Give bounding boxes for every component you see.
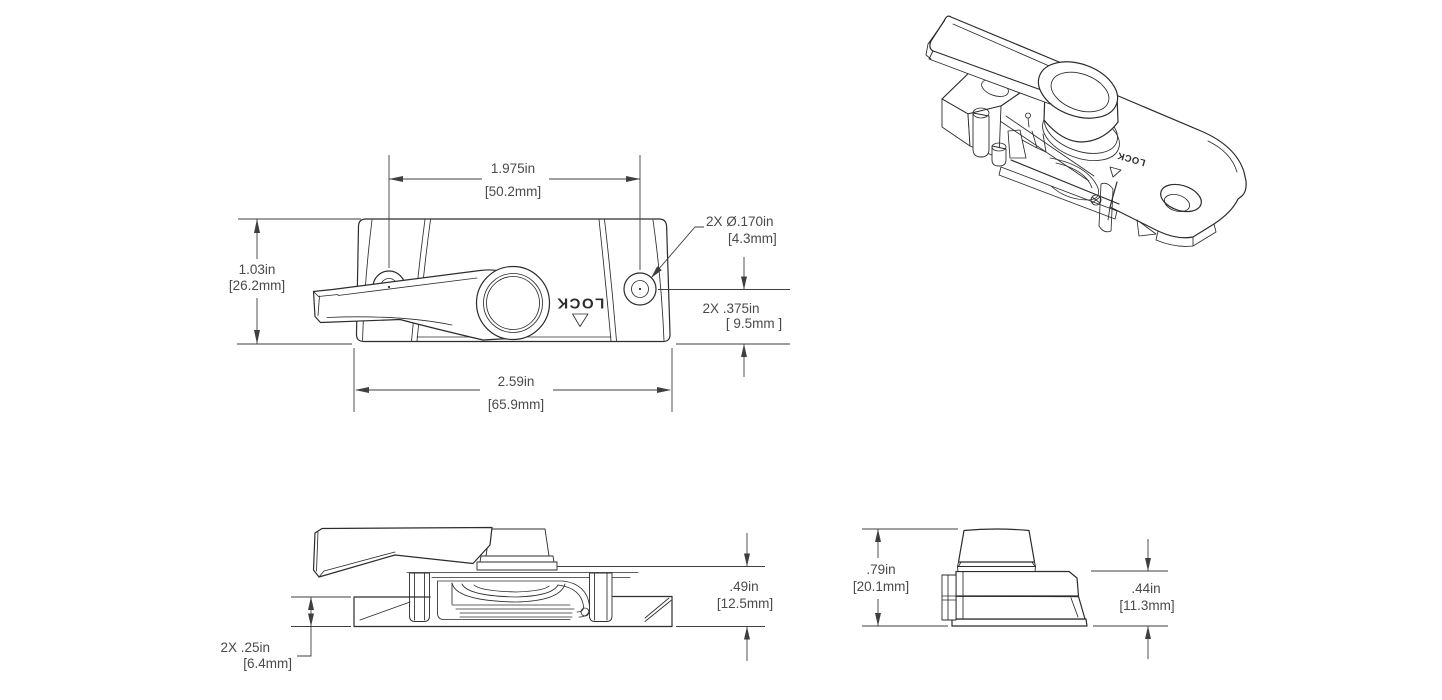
end-knob-chamfers <box>958 561 1036 567</box>
end-body-mid <box>955 595 1086 620</box>
pad-step-edge <box>1109 181 1118 208</box>
side-handle-blade <box>312 526 493 578</box>
end-knob-skirt <box>957 566 1036 572</box>
pivot-screw-cross <box>1091 196 1101 204</box>
side-cam-bars <box>451 582 575 618</box>
lock-marking-text: LOCK <box>556 295 605 312</box>
side-hook <box>557 580 590 618</box>
iso-lock-triangle <box>1109 166 1122 178</box>
plate-corner-inner <box>1207 140 1238 173</box>
side-feet-edges <box>353 595 673 628</box>
latch-detail <box>1007 129 1047 159</box>
brace-triangle <box>1136 219 1157 237</box>
left-hole-center <box>387 285 391 289</box>
end-left-tab <box>941 574 957 621</box>
end-knob <box>957 528 1036 563</box>
dim-width-mm: [65.9mm] <box>488 397 544 412</box>
plate-back-edge <box>1030 58 1247 197</box>
end-view-dimensions: .79in [20.1mm] .44in [11.3mm] <box>853 528 1175 659</box>
iso-handle-highlight <box>952 23 1057 70</box>
latch-pin-head <box>1025 112 1031 119</box>
iso-handle-tip <box>925 19 946 60</box>
dim-end-height-in: .79in <box>866 562 895 577</box>
clip-post-cap <box>972 107 990 119</box>
side-feet-braces <box>359 597 672 622</box>
rib-post <box>1098 182 1114 233</box>
cam-boss-outer <box>475 265 551 341</box>
isometric-view: LOCK <box>925 15 1247 247</box>
dim-height-mm: [26.2mm] <box>229 278 285 293</box>
front-view-dimensions: 1.975in [50.2mm] 1.03in [26.2mm] 2X Ø.17… <box>229 155 790 412</box>
right-rib-inner <box>604 219 617 342</box>
side-knob-skirt <box>476 561 558 571</box>
dim-hole-spacing-in: 1.975in <box>491 161 535 176</box>
boss-top-inner <box>1050 71 1110 113</box>
side-knob <box>485 528 550 557</box>
end-base-plate <box>951 618 1088 627</box>
side-right-post-lines <box>594 572 608 621</box>
side-handle-lines <box>316 531 396 578</box>
dim-hole-dia-mm: [4.3mm] <box>728 231 777 246</box>
side-knob-band <box>479 555 555 563</box>
latch-pin <box>1027 117 1030 128</box>
cam-hook-inner <box>1055 162 1093 189</box>
side-view-dimensions: .49in [12.5mm] 2X .25in [6.4mm] <box>220 533 773 671</box>
handle-tip-bevel <box>313 291 339 297</box>
keeper-post-2 <box>991 145 1007 167</box>
end-body-upper <box>955 570 1080 597</box>
dim-hole-dia-in: 2X Ø.170in <box>706 214 774 229</box>
lock-arrow-triangle <box>572 313 589 327</box>
side-view <box>312 526 673 628</box>
dim-width-in: 2.59in <box>498 374 535 389</box>
dim-side-base-in: 2X .25in <box>220 640 270 655</box>
keeper-clip-post <box>972 112 990 158</box>
plate-front-edge <box>1010 159 1120 205</box>
handle-mold-bottom <box>326 316 453 326</box>
iso-lock-marking: LOCK <box>1116 149 1147 168</box>
end-knob-band <box>957 561 1036 567</box>
post-2-cap <box>991 142 1007 152</box>
plate-flange <box>998 166 1118 220</box>
right-screw-hole-inner <box>631 280 649 298</box>
iso-screw-hole-inner <box>1163 193 1191 213</box>
body-right-edge-inner <box>652 219 665 341</box>
dim-hole-spacing-mm: [50.2mm] <box>485 184 541 199</box>
right-hole-center <box>638 287 642 291</box>
cam-boss-ring <box>483 273 543 333</box>
dim-end-body-in: .44in <box>1131 581 1160 596</box>
dim-side-height-mm: [12.5mm] <box>717 596 773 611</box>
dim-side-base-mm: [6.4mm] <box>243 656 292 671</box>
body-left-edge-inner <box>362 219 373 341</box>
nose-thickness-lines <box>1107 206 1217 247</box>
handle-mold-top <box>337 277 478 296</box>
dim-hole-offset-in: 2X .375in <box>702 301 759 316</box>
iso-screw-hole-outer <box>1160 183 1202 213</box>
boss-top-pad <box>1037 61 1119 119</box>
handle-tip-line <box>317 295 320 316</box>
dim-end-body-mm: [11.3mm] <box>1119 598 1174 613</box>
side-pivot <box>580 607 590 617</box>
side-right-post <box>589 572 613 622</box>
front-view: LOCK <box>312 218 671 343</box>
right-screw-hole <box>623 272 657 306</box>
dim-end-height-mm: [20.1mm] <box>853 579 909 594</box>
handle-blade <box>312 269 519 341</box>
dim-height-in: 1.03in <box>239 262 276 277</box>
cam-boss-ring-inner <box>486 276 540 330</box>
side-opening <box>437 580 571 620</box>
cam-hook-outer <box>1049 157 1099 201</box>
end-view <box>941 528 1088 627</box>
end-tab-lines <box>941 574 957 621</box>
dim-side-height-in: .49in <box>729 579 758 594</box>
dim-hole-offset-mm: [ 9.5mm ] <box>726 316 782 331</box>
side-cam-bowl <box>451 582 566 603</box>
end-inner-lines <box>962 571 1079 620</box>
pad-front-edge <box>1109 195 1243 239</box>
right-rib-outer <box>598 219 612 342</box>
